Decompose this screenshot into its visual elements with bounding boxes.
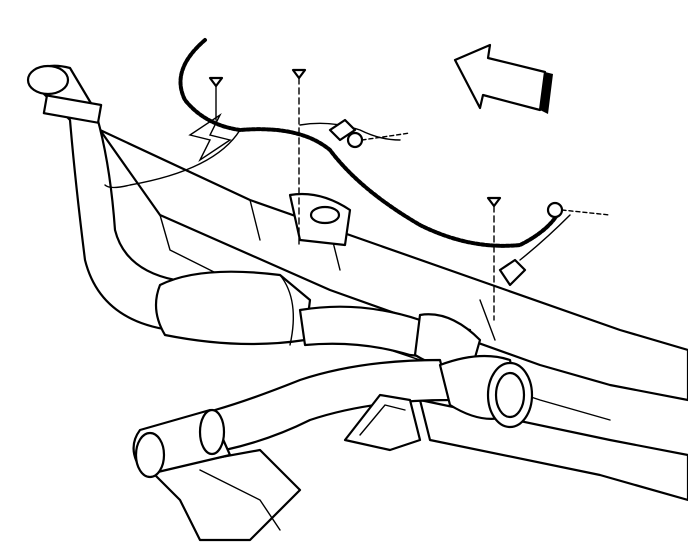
bolt-icon — [291, 68, 307, 246]
exhaust-front-pipe — [26, 64, 177, 332]
bolt-icon — [486, 196, 502, 321]
oxygen-sensor-icon — [346, 131, 611, 219]
catalytic-converter — [154, 270, 312, 346]
front-direction-arrow-icon — [453, 43, 553, 114]
exhaust-rear-pipe — [132, 354, 534, 479]
bolt-icon — [208, 76, 224, 121]
oxygen-sensor-harness — [104, 38, 571, 287]
